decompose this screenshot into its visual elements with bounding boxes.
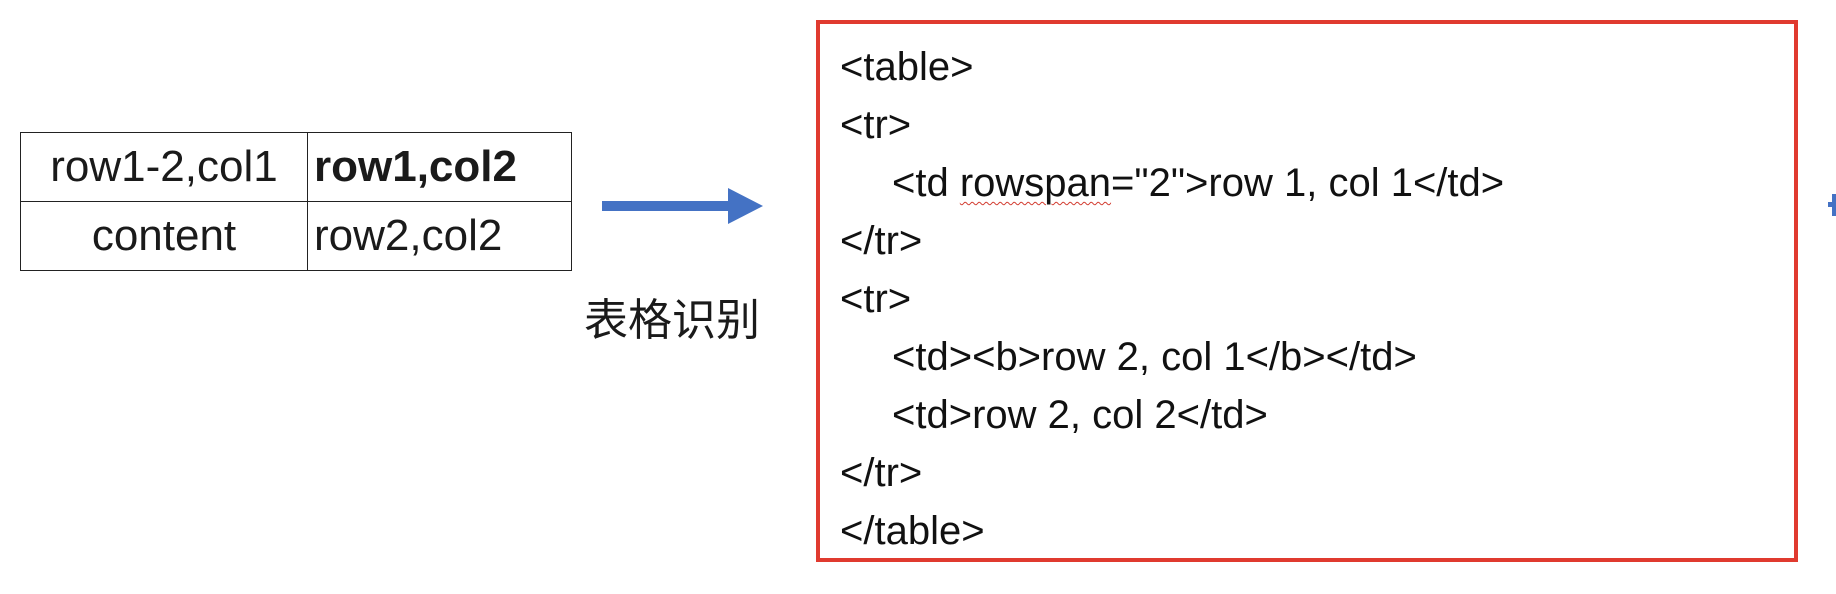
arrow-head	[728, 188, 763, 224]
code-line: <table>	[840, 45, 974, 89]
code-line: </tr>	[840, 219, 923, 263]
code-line: <td rowspan="2">row 1, col 1</td>	[840, 154, 1504, 212]
code-fragment: ="2">row 1, col 1</td>	[1111, 161, 1505, 205]
source-table: row1-2,col1 row1,col2 content row2,col2	[20, 132, 572, 271]
code-line: <tr>	[840, 277, 912, 321]
code-line: <td><b>row 2, col 1</b></td>	[892, 335, 1417, 379]
source-cell-row1-col2: row1,col2	[307, 132, 572, 202]
source-table-row: row1-2,col1 row1,col2	[20, 132, 572, 202]
source-cell-row2-col1: content	[20, 201, 308, 271]
code-fragment: <td	[892, 161, 960, 205]
code-lines: <table> <tr> <td rowspan="2">row 1, col …	[840, 38, 1504, 560]
html-code-box: <table> <tr> <td rowspan="2">row 1, col …	[816, 20, 1798, 562]
source-cell-row1-col1: row1-2,col1	[20, 132, 308, 202]
code-line: </table>	[840, 509, 985, 553]
source-table-row: content row2,col2	[20, 201, 572, 271]
edge-arrow-fragment	[1828, 194, 1836, 216]
spellcheck-flagged-word: rowspan	[959, 161, 1112, 205]
arrow-shaft	[602, 201, 730, 211]
code-line: </tr>	[840, 451, 923, 495]
code-line: <tr>	[840, 103, 912, 147]
right-arrow-icon	[602, 188, 763, 224]
code-line: <td>row 2, col 2</td>	[892, 393, 1268, 437]
table-recognition-caption: 表格识别	[584, 295, 760, 346]
source-cell-row2-col2: row2,col2	[307, 201, 572, 271]
